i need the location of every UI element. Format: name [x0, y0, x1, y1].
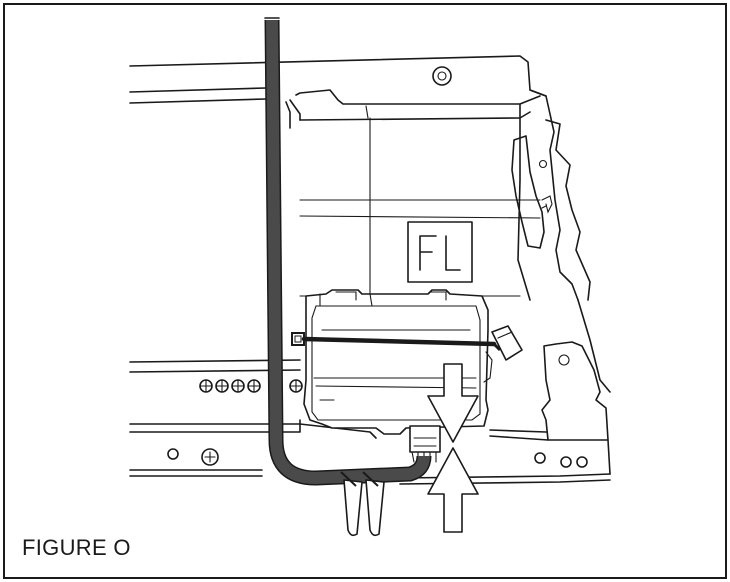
- cable-tie: [291, 325, 523, 361]
- fl-label-box: [407, 221, 473, 283]
- figure-frame: [3, 3, 727, 579]
- alignment-arrows: [427, 363, 479, 533]
- connector: [409, 425, 441, 463]
- screw-holes-row: [199, 379, 303, 393]
- figure-caption: FIGURE O: [22, 535, 131, 560]
- top-mount-hole: [432, 66, 452, 86]
- harness-cable: [264, 16, 432, 537]
- lower-holes: [167, 448, 588, 468]
